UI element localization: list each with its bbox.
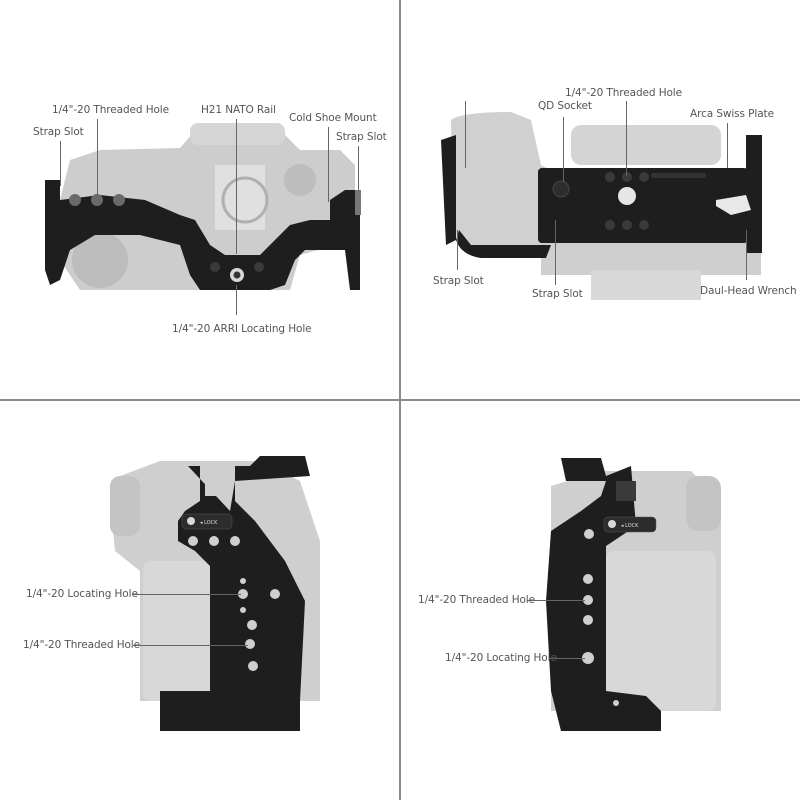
panel-top-view: 1/4"-20 Threaded Hole Strap Slot H21 NAT… [0,0,399,399]
leader-line [358,146,359,191]
lock-text: ◂ LOCK [621,523,639,529]
leader-line [746,230,747,280]
label-strap-slot-left: Strap Slot [33,126,84,138]
leader-line [133,594,241,595]
right-side-illustration: ◂ LOCK [110,456,320,731]
label-strap-slot-left: Strap Slot [433,275,484,287]
label-threaded-hole: 1/4"-20 Threaded Hole [23,639,140,651]
leader-line [328,127,329,202]
label-strap-slot-center: Strap Slot [532,288,583,300]
leader-line [133,645,248,646]
label-cold-shoe: Cold Shoe Mount [289,112,377,124]
label-strap-slot-right: Strap Slot [336,131,387,143]
leader-line [555,220,556,285]
leader-line [457,230,458,270]
leader-line [465,101,466,168]
leader-line [236,285,237,315]
horizontal-divider [0,399,800,401]
label-locating-hole: 1/4"-20 Locating Hole [26,588,138,600]
label-locating-hole: 1/4"-20 Locating Hole [445,652,557,664]
leader-line [727,123,728,168]
label-nato-rail: H21 NATO Rail [201,104,276,116]
top-view-illustration [45,123,361,290]
leader-line [527,600,585,601]
label-wrench: Daul-Head Wrench [700,285,797,297]
label-qd-socket: QD Socket [538,100,592,112]
label-threaded-hole: 1/4"-20 Threaded Hole [52,104,169,116]
left-side-illustration: ◂ LOCK [546,458,721,731]
label-threaded-hole: 1/4"-20 Threaded Hole [565,87,682,99]
bottom-view-illustration [441,112,762,300]
label-arri-hole: 1/4"-20 ARRI Locating Hole [172,323,312,335]
leader-line [97,119,98,195]
panel-bottom-view: 1/4"-20 Threaded Hole QD Socket Arca Swi… [401,0,800,399]
panel-left-side-view: ◂ LOCK 1/4"-20 Threaded Hole 1/4"-20 Loc… [401,401,800,800]
leader-line [60,141,61,186]
leader-line [236,119,237,254]
panel-right-side-view: ◂ LOCK 1/4"-20 Locating Hole 1/4"-20 Thr… [0,401,399,800]
leader-line [626,101,627,176]
label-threaded-hole: 1/4"-20 Threaded Hole [418,594,535,606]
label-arca-plate: Arca Swiss Plate [690,108,774,120]
leader-line [563,117,564,182]
lock-text: ◂ LOCK [200,520,218,526]
leader-line [549,658,585,659]
